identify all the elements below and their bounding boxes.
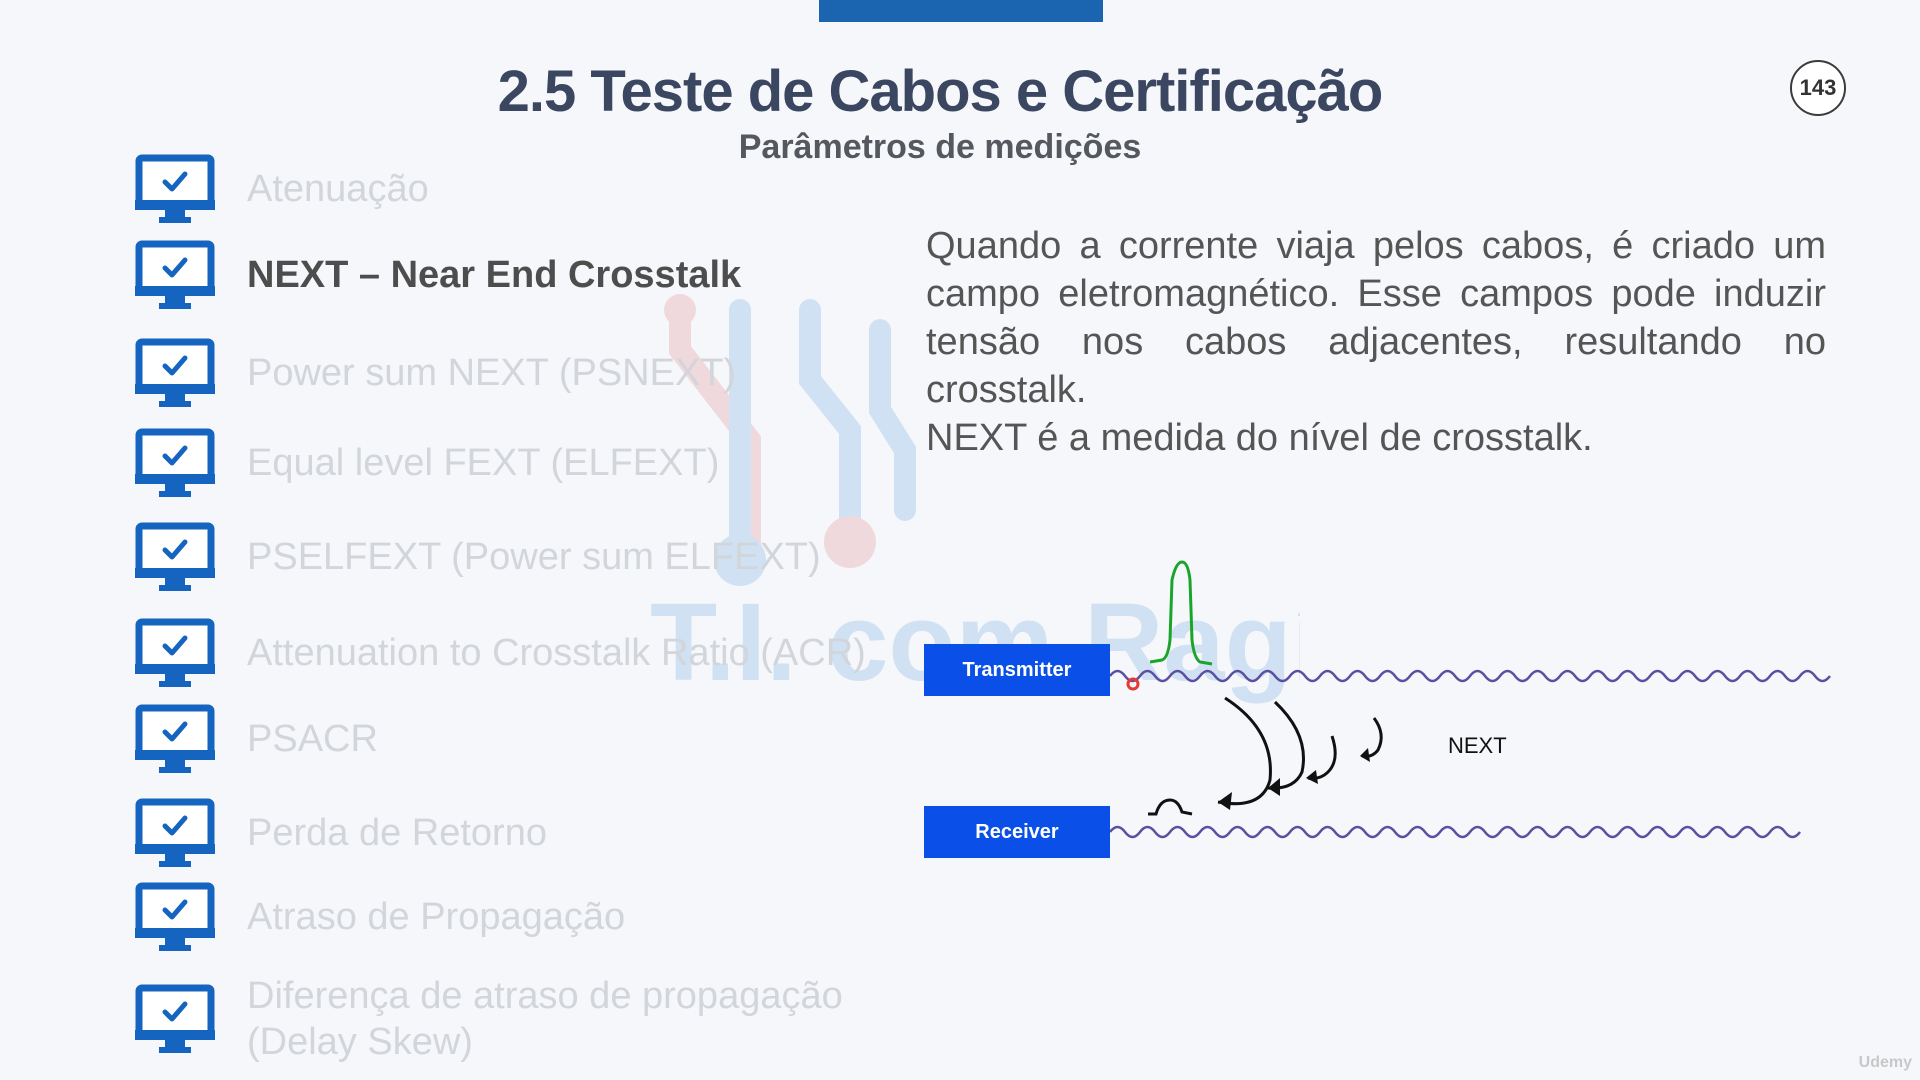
- list-item: Power sum NEXT (PSNEXT): [135, 334, 736, 414]
- next-crosstalk-diagram: NEXT Transmitter Receiver: [900, 540, 1840, 900]
- crosstalk-arrow-1: [1217, 696, 1272, 806]
- top-accent-bar: [819, 0, 1103, 22]
- slide-title: 2.5 Teste de Cabos e Certificação: [497, 59, 1384, 124]
- receiver-box: Receiver: [924, 806, 1110, 858]
- list-item: PSACR: [135, 700, 378, 780]
- list-item-label: Diferença de atraso de propagação (Delay…: [247, 975, 843, 1063]
- list-item: Attenuation to Crosstalk Ratio (ACR): [135, 614, 866, 694]
- crosstalk-arrow-3: [1307, 735, 1337, 780]
- list-item-label: Power sum NEXT (PSNEXT): [247, 352, 737, 395]
- page-number-badge: 143: [1790, 60, 1846, 116]
- slide-subtitle: Parâmetros de medições: [738, 128, 1142, 166]
- monitor-check-icon: [135, 618, 215, 687]
- monitor-check-icon: [135, 240, 215, 309]
- next-label: NEXT: [1448, 733, 1507, 758]
- crosstalk-arrow-2: [1267, 700, 1305, 790]
- crosstalk-illustration: NEXT: [1109, 560, 1831, 839]
- monitor-check-icon: [135, 882, 215, 951]
- transmitter-box: Transmitter: [924, 644, 1110, 696]
- description-text: Quando a corrente viaja pelos cabos, é c…: [926, 222, 1826, 462]
- monitor-check-icon: [135, 154, 215, 223]
- red-marker: [1126, 677, 1140, 691]
- list-item-label: Atenuação: [247, 168, 429, 211]
- udemy-logo: Udemy: [1858, 1054, 1912, 1071]
- monitor-check-icon: [135, 522, 215, 591]
- list-item: Diferença de atraso de propagação (Delay…: [135, 975, 887, 1063]
- list-item-label: Perda de Retorno: [247, 812, 547, 855]
- list-item: NEXT – Near End Crosstalk: [135, 236, 741, 316]
- monitor-check-icon: [135, 798, 215, 867]
- list-item-label: Atraso de Propagação: [247, 896, 626, 939]
- induced-pulse: [1148, 798, 1193, 816]
- transmitter-wire: [1109, 669, 1831, 683]
- list-item: Perda de Retorno: [135, 794, 547, 874]
- list-item-label: Equal level FEXT (ELFEXT): [247, 442, 720, 485]
- list-item-label: NEXT – Near End Crosstalk: [247, 254, 742, 297]
- monitor-check-icon: [135, 338, 215, 407]
- monitor-check-icon: [135, 428, 215, 497]
- monitor-check-icon: [135, 704, 215, 773]
- crosstalk-arrow-4: [1361, 717, 1383, 758]
- list-item: Atenuação: [135, 150, 429, 230]
- transmit-pulse: [1149, 560, 1213, 666]
- list-item-label: PSACR: [247, 718, 378, 761]
- receiver-wire: [1109, 825, 1801, 839]
- list-item: Atraso de Propagação: [135, 878, 625, 958]
- monitor-check-icon: [135, 984, 215, 1053]
- list-item: PSELFEXT (Power sum ELFEXT): [135, 518, 821, 598]
- list-item-label: PSELFEXT (Power sum ELFEXT): [247, 536, 821, 579]
- list-item-label: Attenuation to Crosstalk Ratio (ACR): [247, 632, 866, 675]
- list-item: Equal level FEXT (ELFEXT): [135, 424, 719, 504]
- description-paragraph-2: NEXT é a medida do nível de crosstalk.: [926, 417, 1593, 459]
- description-paragraph-1: Quando a corrente viaja pelos cabos, é c…: [926, 225, 1826, 411]
